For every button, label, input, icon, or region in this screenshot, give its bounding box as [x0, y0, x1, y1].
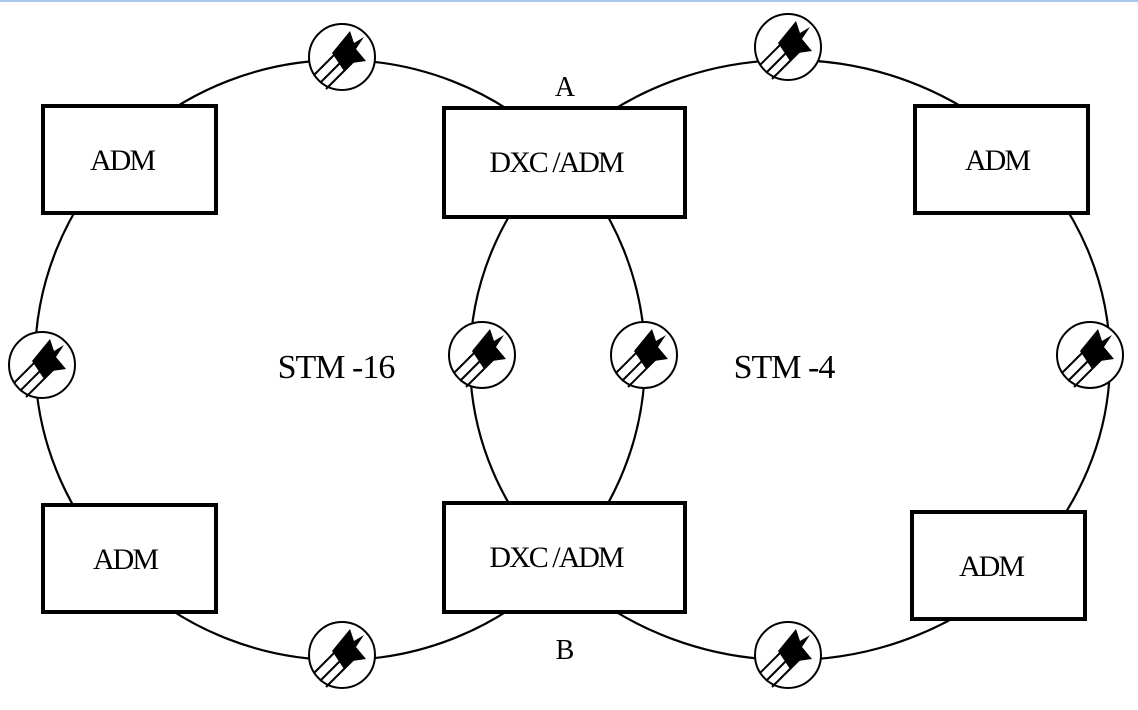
adm-node-bottom-left: ADM	[41, 503, 218, 614]
regenerator-icon	[8, 331, 76, 399]
regenerator-icon	[1056, 321, 1124, 389]
point-label-b: B	[556, 635, 575, 666]
dxc-adm-label: DXC /ADM	[489, 541, 624, 574]
point-label-a: A	[555, 72, 576, 103]
dxc-adm-node-bottom: DXC /ADM	[442, 501, 687, 614]
regenerator-icon	[754, 621, 822, 689]
regenerator-icon	[754, 13, 822, 81]
adm-label: ADM	[959, 550, 1024, 583]
ring-label-stm4: STM -4	[734, 349, 836, 386]
dxc-adm-node-top: DXC /ADM	[442, 106, 687, 219]
adm-node-top-left: ADM	[41, 104, 218, 215]
regenerator-icon	[610, 321, 678, 389]
adm-node-top-right: ADM	[913, 104, 1090, 215]
regenerator-icon	[448, 321, 516, 389]
regenerator-icon	[308, 621, 376, 689]
adm-node-bottom-right: ADM	[910, 510, 1087, 621]
top-border	[0, 0, 1138, 2]
adm-label: ADM	[93, 543, 158, 576]
ring-label-stm16: STM -16	[278, 349, 395, 386]
adm-label: ADM	[965, 144, 1030, 177]
adm-label: ADM	[90, 144, 155, 177]
dxc-adm-label: DXC /ADM	[489, 146, 624, 179]
regenerator-icon	[308, 23, 376, 91]
